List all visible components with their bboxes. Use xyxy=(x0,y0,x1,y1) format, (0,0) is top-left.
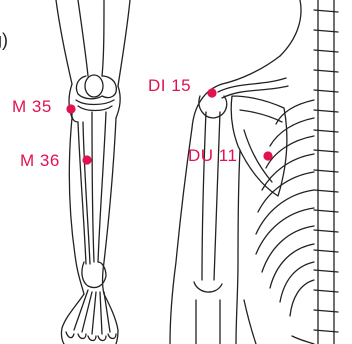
label-du11: DU 11 xyxy=(188,146,237,166)
label-di15: DI 15 xyxy=(148,76,191,96)
label-m36: M 36 xyxy=(20,151,60,171)
torso-drawing xyxy=(170,0,338,344)
point-marker-di15 xyxy=(207,88,216,97)
label-m35: M 35 xyxy=(12,97,52,117)
title-fragment: ng) xyxy=(0,30,8,51)
point-marker-m36 xyxy=(82,155,91,164)
leg-drawing xyxy=(56,0,130,344)
point-marker-m35 xyxy=(66,104,75,113)
point-marker-du11 xyxy=(263,151,272,160)
